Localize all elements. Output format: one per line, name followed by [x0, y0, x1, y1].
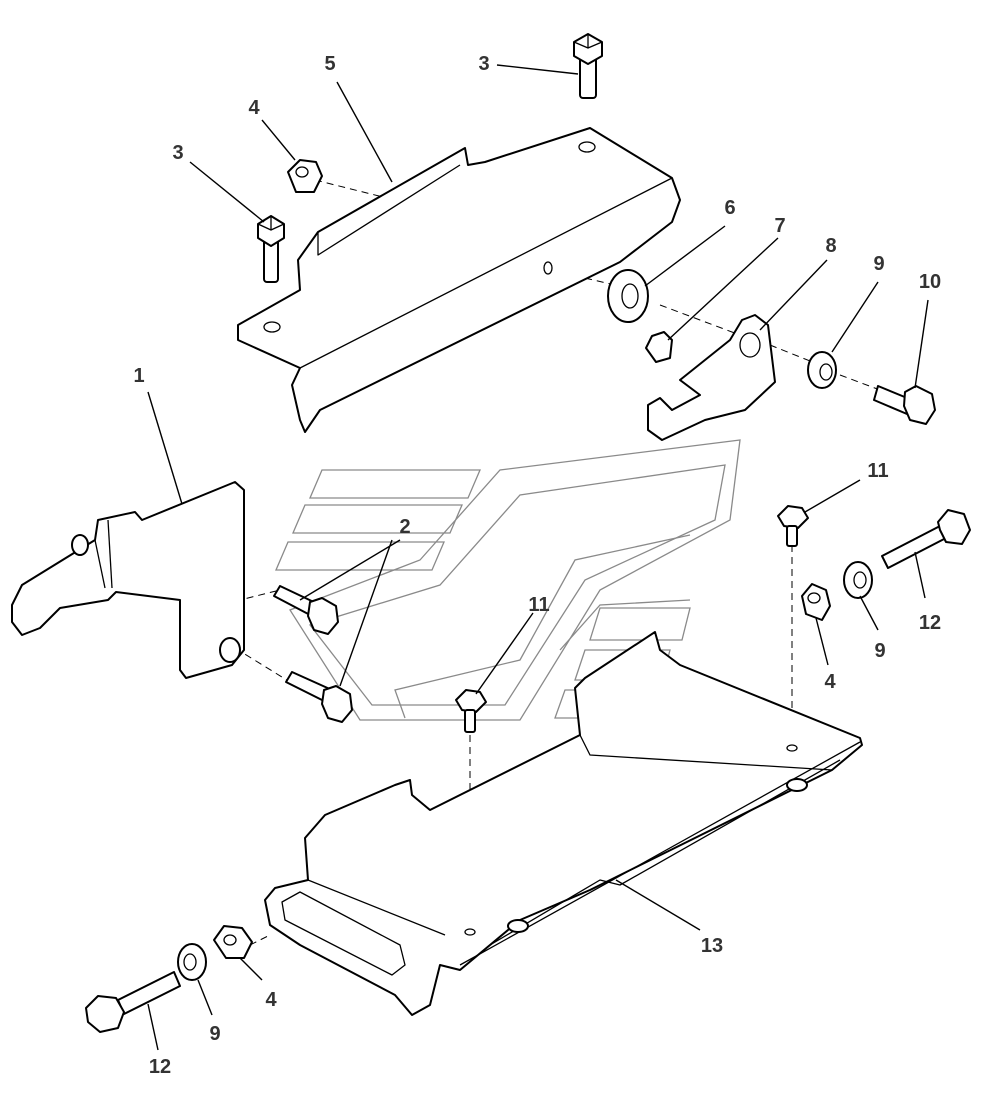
upper-bracket-part-5	[237, 127, 681, 433]
callout-5: 5	[324, 53, 335, 75]
bolt-part-3-left	[257, 215, 285, 283]
base-plate-part-13	[264, 631, 863, 1016]
side-plate-part-1	[11, 481, 245, 679]
callout-4-top: 4	[248, 97, 260, 119]
callout-10: 10	[919, 271, 941, 293]
nut-part-4-bottom	[213, 925, 253, 959]
bolt-part-2-lower	[285, 671, 353, 723]
nut-part-4-top	[287, 159, 323, 193]
bolt-part-12-bottom	[85, 971, 181, 1033]
bolt-part-10	[873, 385, 936, 425]
spacer-part-9-top	[807, 351, 837, 389]
callout-labels: 1 2 3 3 4 4 4 5 6 7 8 9 9 9 10 11 11 12 …	[133, 53, 941, 1078]
callout-3-top: 3	[478, 53, 489, 75]
callout-11-right: 11	[867, 460, 888, 482]
callout-1: 1	[133, 365, 144, 387]
callout-3-left: 3	[172, 142, 183, 164]
callout-9-top: 9	[873, 253, 884, 275]
spacer-part-9-right	[843, 561, 873, 599]
bolt-part-12-right	[881, 509, 971, 569]
bolt-part-2-upper	[273, 585, 339, 635]
callout-4-right: 4	[824, 671, 836, 693]
callout-9-right: 9	[874, 640, 885, 662]
spacer-part-9-bottom	[177, 943, 207, 981]
callout-2: 2	[399, 516, 410, 538]
latch-plate-part-8	[647, 314, 776, 441]
callout-9-bottom: 9	[209, 1023, 220, 1045]
callout-13: 13	[701, 935, 723, 957]
callout-7: 7	[774, 215, 785, 237]
leader-lines	[147, 64, 929, 1051]
callout-12-right: 12	[919, 612, 941, 634]
stud-part-11-left	[455, 689, 487, 733]
callout-4-bottom: 4	[265, 989, 277, 1011]
nut-part-4-right	[801, 583, 831, 621]
stud-part-11-right	[777, 505, 809, 547]
bolt-part-3-top	[573, 33, 603, 99]
callout-8: 8	[825, 235, 836, 257]
callout-12-bottom: 12	[149, 1056, 171, 1078]
washer-part-6	[607, 269, 649, 323]
callout-6: 6	[724, 197, 735, 219]
callout-11-left: 11	[528, 594, 549, 616]
cap-part-7	[645, 331, 673, 363]
